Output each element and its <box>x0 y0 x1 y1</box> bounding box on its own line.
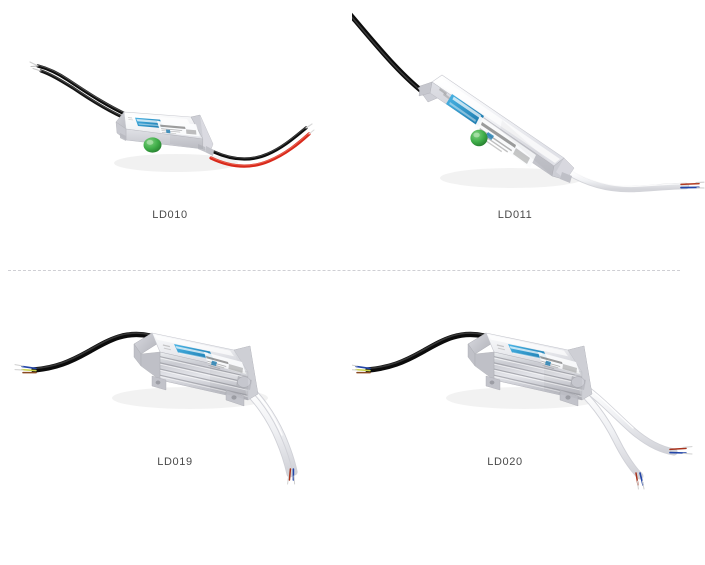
product-cell-ld019[interactable] <box>0 290 352 490</box>
driver-housing <box>133 332 259 407</box>
product-image-ld020 <box>352 290 704 490</box>
driver-housing <box>417 74 575 183</box>
spec-label-blue <box>174 344 214 360</box>
product-cell-ld020[interactable] <box>352 290 704 490</box>
input-cable <box>352 331 487 374</box>
product-image-ld019 <box>0 290 352 490</box>
product-caption-ld010: LD010 <box>152 209 188 221</box>
input-cable <box>352 12 431 99</box>
spec-label-blue <box>508 344 548 360</box>
heatsink-fins <box>493 356 583 397</box>
product-image-ld010 <box>0 0 352 250</box>
product-image-ld011 <box>352 0 705 250</box>
product-caption-ld019: LD019 <box>157 456 193 468</box>
led-indicator <box>143 137 162 153</box>
led-indicator <box>470 129 488 147</box>
spec-label-white <box>157 121 200 137</box>
output-cables <box>570 378 693 490</box>
spec-label-blue <box>135 117 164 129</box>
input-cable <box>14 331 153 374</box>
spec-label-white <box>538 352 580 374</box>
output-wire-bundle <box>209 123 315 168</box>
product-cell-ld011[interactable] <box>352 0 705 250</box>
row-divider <box>8 270 680 271</box>
product-caption-ld011: LD011 <box>497 209 533 221</box>
output-cable <box>564 168 705 193</box>
driver-housing <box>115 111 214 156</box>
product-cell-ld010[interactable] <box>0 0 352 250</box>
input-wire-bundle <box>29 61 141 126</box>
driver-housing <box>467 332 593 407</box>
spec-label-blue <box>446 94 484 126</box>
product-caption-ld020: LD020 <box>487 456 523 468</box>
spec-label-white <box>204 352 246 374</box>
